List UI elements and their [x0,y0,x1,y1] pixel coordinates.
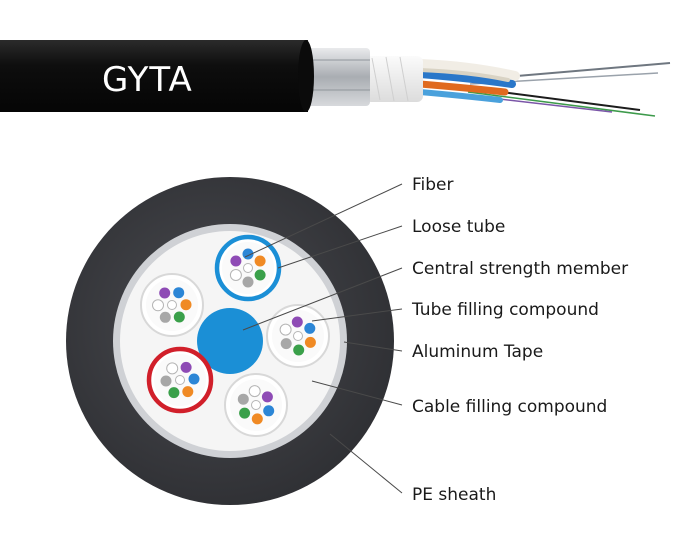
fiber [293,331,303,341]
label-fiber: Fiber [412,175,454,195]
fiber [230,255,242,267]
fiber [175,375,185,385]
label-tube-filling-compound: Tube filling compound [411,300,599,320]
label-aluminum-tape: Aluminum Tape [412,342,543,362]
loose-tube-red [146,346,214,414]
fiber [304,336,316,348]
fiber [254,269,266,281]
fiber [173,311,185,323]
fiber [168,387,180,399]
loose-tube-blue [214,234,282,302]
brand-label: GYTA [102,60,193,100]
fiber [251,413,263,425]
fiber [229,269,242,281]
fiber [173,287,185,299]
fiber [182,386,194,398]
loose-tube-upper-left [140,273,204,337]
fiber [239,407,251,419]
fiber [254,255,266,267]
fiber [180,299,192,311]
leader-central-strength-member [242,267,403,331]
fiber [248,385,261,398]
label-cable-filling-compound: Cable filling compound [412,397,607,417]
fiber [263,405,275,417]
aluminum-armor-side [300,48,370,106]
leader-aluminum-tape [343,341,403,352]
fiber [188,373,200,385]
leader-cable-filling-compound [311,380,403,406]
fiber [304,322,316,334]
loose-tubes-side [415,59,520,103]
fiber [279,323,292,336]
cable-side-view: GYTA [0,40,671,117]
cable-cross-section [66,177,394,505]
fiber [237,393,249,405]
label-central-strength-member: Central strength member [412,259,628,279]
water-blocking-tape [365,56,423,102]
black-pe-jacket [0,40,308,112]
leader-tube-filling-compound [311,308,403,322]
fiber [261,391,273,403]
fiber [280,338,292,350]
fiber [159,287,171,299]
loose-tubes [140,234,330,437]
fiber [159,311,171,323]
fiber [242,276,254,288]
leader-loose-tube [277,225,403,269]
central-strength-member [197,308,263,374]
fiber [160,375,172,387]
fiber [166,362,179,375]
fiber [167,300,177,310]
fiber [152,299,164,312]
fiber [251,400,261,410]
leader-fiber [244,183,403,258]
fiber [180,361,192,373]
loose-tube-bottom [224,373,288,437]
fiber [293,344,305,356]
label-pe-sheath: PE sheath [412,485,496,505]
loose-tube-right [266,304,330,368]
leader-pe-sheath [329,433,403,494]
fiber [291,316,303,328]
label-loose-tube: Loose tube [412,217,505,237]
fiber [243,263,253,273]
component-labels: Fiber Loose tube Central strength member… [411,175,628,505]
callout-lines [242,183,403,494]
